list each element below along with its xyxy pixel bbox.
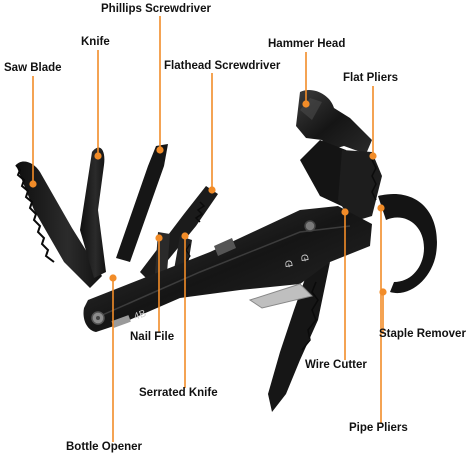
label-phillips-screwdriver: Phillips Screwdriver xyxy=(101,3,211,15)
knife-tool xyxy=(80,147,106,278)
leader-dot-flatpliers xyxy=(369,152,377,160)
flat-pliers-tool xyxy=(338,150,382,222)
label-staple-remover: Staple Remover xyxy=(379,328,466,340)
leader-dot-hammer xyxy=(302,100,310,108)
label-saw-blade: Saw Blade xyxy=(4,62,62,74)
saw-blade-tool xyxy=(15,161,102,288)
leader-dot-wire xyxy=(341,208,349,216)
main-handle xyxy=(83,206,372,332)
label-flathead-screwdriver: Flathead Screwdriver xyxy=(164,60,281,72)
label-bottle-opener: Bottle Opener xyxy=(66,441,143,453)
leader-dot-pipe xyxy=(377,204,385,212)
leader-dot-serrated xyxy=(181,232,189,240)
pipe-pliers-tool xyxy=(268,262,330,412)
label-wire-cutter: Wire Cutter xyxy=(305,359,367,371)
phillips-screwdriver-tool xyxy=(116,144,168,262)
leader-dot-saw xyxy=(29,180,37,188)
leader-dot-bottle xyxy=(109,274,117,282)
leader-dot-knife xyxy=(94,152,102,160)
label-knife: Knife xyxy=(81,36,110,48)
leader-lines xyxy=(29,16,387,442)
staple-remover-tool xyxy=(378,194,437,294)
label-nail-file: Nail File xyxy=(130,331,175,343)
label-pipe-pliers: Pipe Pliers xyxy=(349,422,408,434)
label-flat-pliers: Flat Pliers xyxy=(343,72,398,84)
label-hammer-head: Hammer Head xyxy=(268,38,346,50)
leader-dot-phillips xyxy=(156,146,164,154)
leader-dot-nail xyxy=(155,234,163,242)
leader-dot-flathead xyxy=(208,186,216,194)
label-serrated-knife: Serrated Knife xyxy=(139,387,218,399)
